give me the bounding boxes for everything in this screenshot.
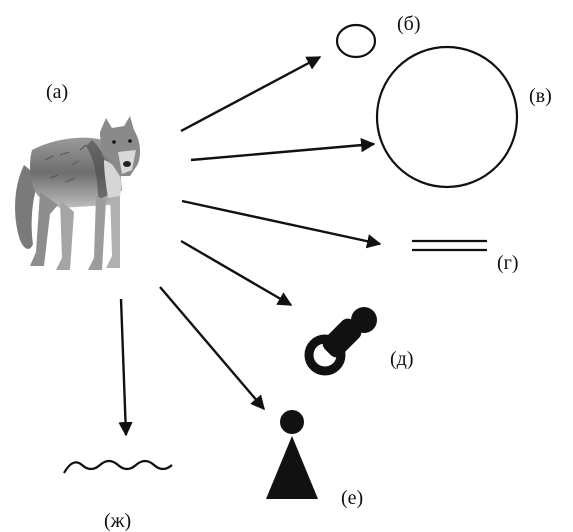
- arrow-to-d: [180, 239, 293, 307]
- pacifier-icon: [304, 307, 377, 376]
- arrow-to-e: [159, 286, 265, 411]
- wavy-line-icon: [63, 459, 173, 474]
- arrow-to-g: [181, 199, 382, 249]
- arrow-to-v: [190, 137, 376, 162]
- label-v: (в): [529, 85, 552, 107]
- arrow-to-b: [180, 55, 322, 133]
- pawn-figure-icon: [266, 410, 318, 499]
- label-a: (а): [46, 81, 69, 103]
- large-circle-icon: [375, 45, 519, 189]
- label-b: (б): [397, 13, 421, 35]
- double-line-icon: [412, 239, 487, 252]
- arrows: [118, 55, 382, 437]
- label-g: (г): [497, 252, 519, 274]
- label-zh: (ж): [104, 510, 132, 532]
- wolf-illustration: [15, 116, 141, 270]
- small-circle-icon: [335, 23, 377, 59]
- label-e: (е): [341, 487, 364, 509]
- label-d: (д): [390, 348, 414, 370]
- arrow-to-zh: [118, 298, 133, 437]
